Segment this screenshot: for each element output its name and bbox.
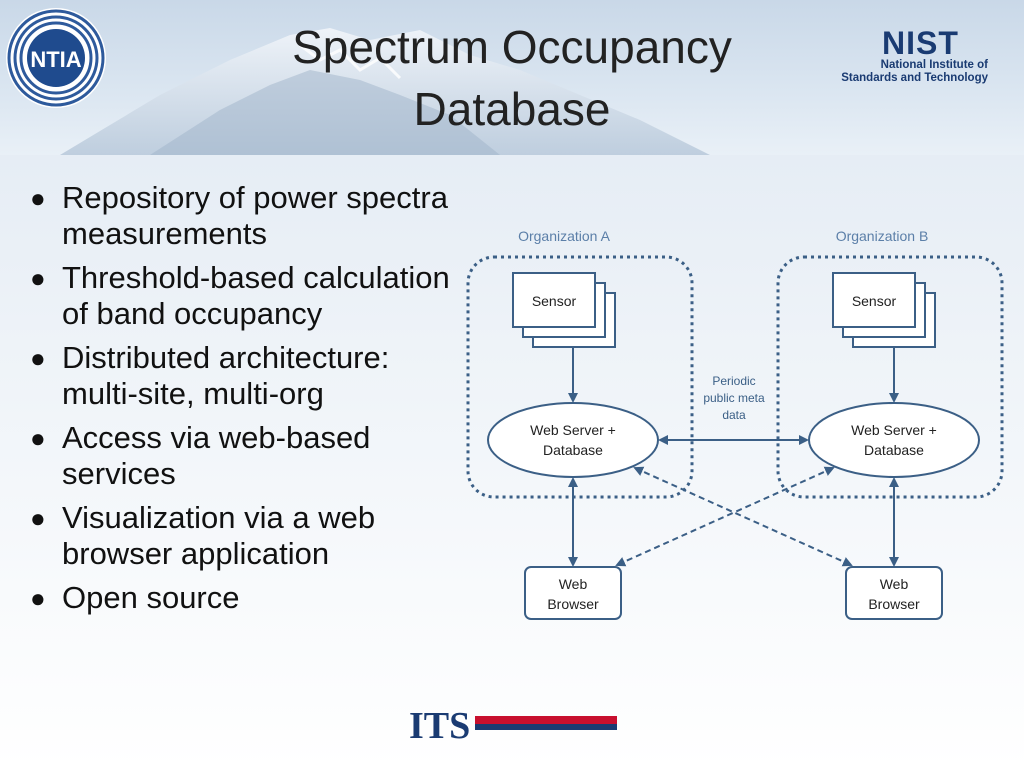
- sensor-stack-b: Sensor: [832, 272, 936, 348]
- link-label-line3: data: [722, 408, 746, 422]
- server-a-node: Web Server + Database: [487, 402, 659, 478]
- mountain-background-image: [60, 28, 710, 155]
- bullet-item: ● Visualization via a web browser applica…: [30, 500, 450, 572]
- server-a-label-line2: Database: [543, 442, 603, 458]
- nist-logo-mark: NIST: [882, 25, 959, 61]
- its-logo: ITS: [409, 705, 617, 744]
- bullet-item: ● Threshold-based calculation of band occ…: [30, 260, 450, 332]
- sensor-stack-a: Sensor: [512, 272, 616, 348]
- browser-b-label-line1: Web: [880, 576, 909, 592]
- org-a-boundary: [466, 255, 694, 499]
- browser-b-node: Web Browser: [845, 566, 943, 620]
- header-banner: [0, 0, 1024, 155]
- slide-title: Spectrum Occupancy Database: [292, 21, 732, 135]
- browser-b-label-line2: Browser: [868, 596, 920, 612]
- bullet-item: ● Repository of power spectra measurement…: [30, 180, 450, 252]
- link-label-line1: Periodic: [712, 374, 755, 388]
- sensor-a-label: Sensor: [532, 293, 577, 309]
- bullet-dot-icon: ●: [30, 423, 46, 453]
- bullet-dot-icon: ●: [30, 263, 46, 293]
- bullet-text: Access via web-based services: [62, 420, 371, 491]
- sensor-b-label: Sensor: [852, 293, 897, 309]
- org-b-label: Organization B: [836, 228, 929, 244]
- nist-logo: NIST National Institute of Standards and…: [818, 25, 988, 88]
- nist-subtitle-line2: Standards and Technology: [841, 72, 988, 84]
- bullet-item: ● Open source: [30, 580, 450, 616]
- server-b-label-line1: Web Server +: [851, 422, 937, 438]
- org-a-label: Organization A: [518, 228, 610, 244]
- bullet-text: Open source: [62, 580, 240, 615]
- link-label-line2: public meta: [703, 391, 765, 405]
- bullet-text: Visualization via a web browser applicat…: [62, 500, 376, 571]
- bullet-text: Distributed architecture: multi-site, mu…: [62, 340, 390, 411]
- bullet-dot-icon: ●: [30, 503, 46, 533]
- architecture-diagram: Organization A Organization B Sensor Sen…: [466, 228, 1004, 620]
- server-b-node: Web Server + Database: [808, 402, 980, 478]
- server-b-label-line2: Database: [864, 442, 924, 458]
- browser-a-label-line1: Web: [559, 576, 588, 592]
- bullet-list: ● Repository of power spectra measurement…: [30, 180, 450, 624]
- bullet-dot-icon: ●: [30, 343, 46, 373]
- ntia-logo: NTIA: [6, 8, 106, 108]
- bullet-text: Repository of power spectra measurements: [62, 180, 448, 251]
- nist-logo-subtitle: National Institute of Standards and Tech…: [826, 59, 988, 85]
- bullet-dot-icon: ●: [30, 183, 46, 213]
- bullet-item: ● Distributed architecture: multi-site, m…: [30, 340, 450, 412]
- its-logo-text: ITS: [409, 705, 470, 744]
- server-a-browser-b-dashed-arrow: [633, 466, 853, 567]
- bullet-item: ● Access via web-based services: [30, 420, 450, 492]
- bullet-text: Threshold-based calculation of band occu…: [62, 260, 450, 331]
- server-b-browser-a-dashed-arrow: [615, 466, 835, 567]
- nist-subtitle-line1: National Institute of: [880, 59, 988, 71]
- bullet-dot-icon: ●: [30, 583, 46, 613]
- server-a-label-line1: Web Server +: [530, 422, 616, 438]
- browser-a-node: Web Browser: [524, 566, 622, 620]
- ntia-logo-text: NTIA: [30, 47, 81, 72]
- browser-a-label-line2: Browser: [547, 596, 599, 612]
